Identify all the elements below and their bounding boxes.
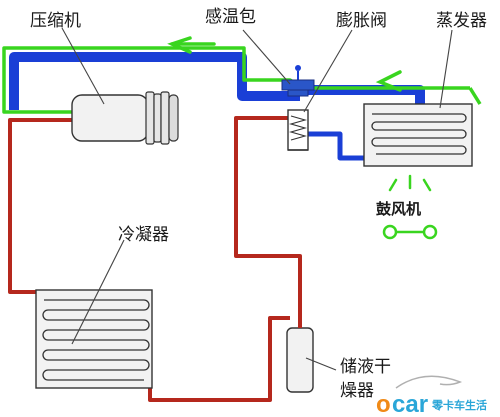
expansion-valve-label: 膨胀阀 [336,11,387,31]
fan-label: 鼓风机 [376,200,421,218]
low-pressure-lines [9,52,425,110]
watermark-brand-o: o [376,391,391,417]
receiver-drier [286,318,314,393]
leader-lines [61,27,453,371]
valve-to-evaporator-line [303,122,366,161]
watermark-logo: o car 零卡车生活 [376,375,487,417]
condenser-to-drier-line [148,316,290,402]
drier-label-line2: 燥器 [340,381,374,401]
condenser [35,289,153,389]
compressor-label: 压缩机 [30,11,81,31]
arrow-left-icon [375,70,402,92]
evaporator [363,103,473,167]
condenser-coil-icon [42,299,150,381]
compressor-to-condenser-line [8,118,74,294]
air-flow-icon [388,174,432,192]
evaporator-coil-icon [371,113,467,155]
sensing-bulb-label: 感温包 [205,7,256,27]
arrow-left-icon [167,36,216,54]
high-pressure-lines [8,116,302,402]
watermark-brand: car [392,391,428,417]
drier-label-line1: 储液干 [340,357,391,377]
suction-line [9,52,300,110]
evaporator-label: 蒸发器 [436,11,487,31]
expansion-valve [281,65,315,151]
evaporator-outlet-line [296,85,425,104]
compressor [71,91,179,145]
spring-icon [288,115,308,141]
watermark-slogan: 零卡车生活 [431,398,487,412]
condenser-label: 冷凝器 [118,225,169,245]
airflow-tail [468,87,482,105]
drier-to-valve-line [234,116,302,318]
fan-icon [382,224,438,240]
